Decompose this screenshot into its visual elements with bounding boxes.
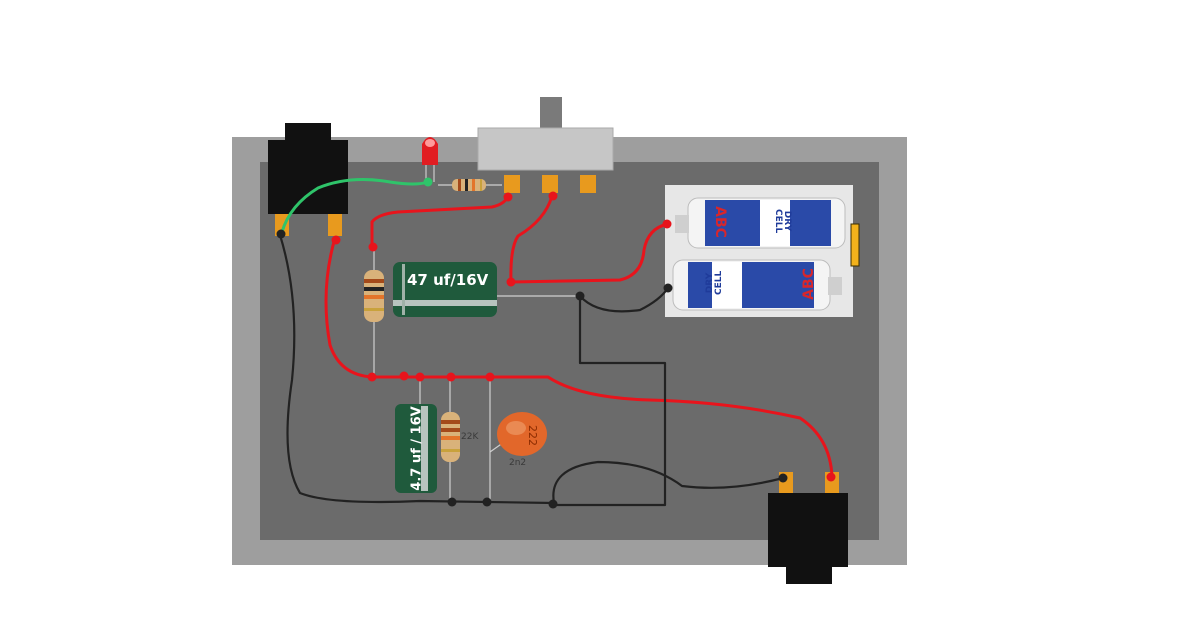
solder-points	[276, 177, 836, 509]
positive-wires	[324, 194, 834, 478]
slide-switch	[477, 97, 614, 171]
capacitor-4-7uf-label: 4.7 uf / 16V	[409, 406, 425, 491]
ground-wires	[278, 233, 785, 507]
capacitor-47uf-label: 47 uf/16V	[407, 271, 489, 289]
battery-top-brand: ABC	[711, 206, 728, 238]
led-resistor	[438, 179, 502, 191]
resistor-22k-label: 22K	[461, 432, 479, 442]
ceramic-capacitor-code: 222	[526, 425, 539, 446]
capacitor-47uf	[393, 262, 580, 317]
battery-bottom-text: DRY CELL	[705, 270, 724, 295]
switch-terminal-3	[580, 175, 596, 193]
battery-holder	[665, 185, 860, 317]
capacitor-4-7uf	[395, 377, 437, 493]
output-jack	[768, 472, 848, 584]
ceramic-capacitor	[489, 377, 547, 503]
led	[422, 137, 438, 182]
battery-top-text-line2: CELL	[773, 209, 783, 234]
ceramic-capacitor-label: 2n2	[509, 458, 527, 468]
resistor-22k	[441, 377, 460, 503]
switch-terminal-2	[542, 175, 558, 193]
input-jack	[268, 123, 348, 236]
resistor-left	[364, 247, 384, 377]
battery-bottom-text-line2: CELL	[714, 270, 724, 295]
led-wire	[280, 178, 430, 234]
battery-top-text-line1: DRY	[782, 210, 792, 232]
battery-bottom-brand: ABC	[800, 268, 817, 300]
battery-top-text: DRY CELL	[773, 209, 792, 234]
switch-terminal-1	[504, 175, 520, 193]
